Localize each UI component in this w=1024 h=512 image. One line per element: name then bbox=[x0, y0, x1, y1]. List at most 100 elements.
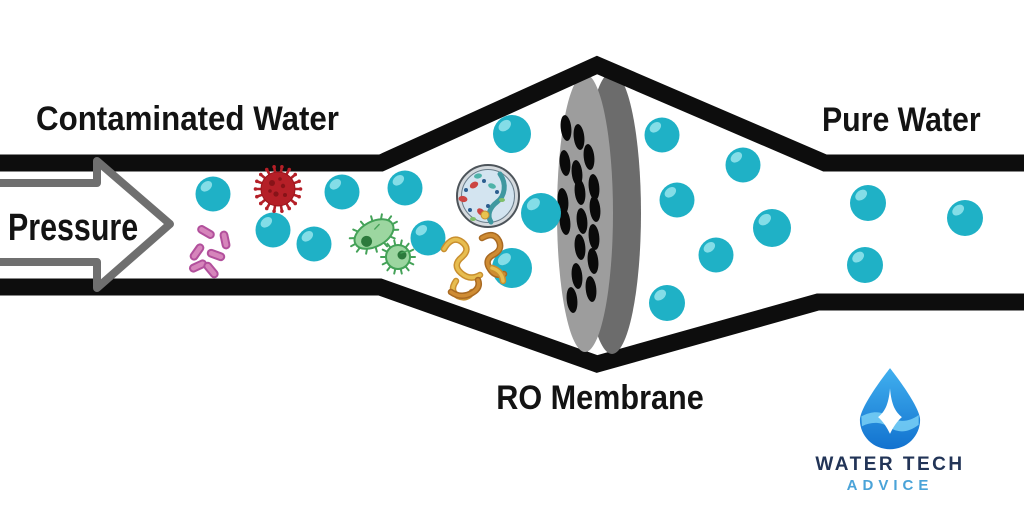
virus-spike-tip bbox=[258, 201, 263, 206]
membrane-pore bbox=[560, 115, 572, 141]
dish-red-cell bbox=[469, 181, 479, 189]
virus-spot bbox=[278, 177, 282, 181]
microbe-stripe bbox=[400, 250, 408, 254]
dish-teal-cell bbox=[474, 173, 482, 179]
drop-spire bbox=[878, 388, 902, 434]
membrane-pore bbox=[585, 276, 597, 302]
dish-green-cell bbox=[499, 198, 505, 202]
virus-spike-tip bbox=[258, 172, 263, 177]
water-molecule bbox=[850, 185, 886, 221]
water-molecule bbox=[649, 285, 685, 321]
membrane-pore bbox=[576, 208, 588, 234]
virus-spike-tip bbox=[255, 179, 259, 184]
water-molecule bbox=[324, 174, 360, 210]
ro-membrane-disk bbox=[557, 72, 641, 354]
dish-red-cell bbox=[458, 195, 468, 203]
water-molecule bbox=[195, 176, 231, 212]
pressure-label: Pressure bbox=[8, 207, 139, 249]
virus-spike-tip bbox=[287, 206, 292, 211]
water-molecule bbox=[493, 115, 531, 153]
water-molecule bbox=[521, 193, 561, 233]
virus-spike-tip bbox=[287, 167, 292, 172]
water-highlight bbox=[260, 217, 273, 228]
water-highlight bbox=[498, 119, 511, 132]
water-highlight bbox=[664, 187, 677, 198]
water-highlight bbox=[855, 189, 868, 201]
dish-dot bbox=[495, 190, 499, 194]
pressure-arrow bbox=[0, 157, 174, 292]
water-highlight bbox=[654, 289, 667, 301]
membrane-pore bbox=[574, 179, 586, 205]
water-highlight bbox=[952, 204, 965, 216]
water-molecule bbox=[698, 237, 734, 273]
worms-icon bbox=[440, 231, 508, 301]
virus-spot bbox=[268, 189, 272, 193]
virus-spike-tip bbox=[253, 187, 258, 191]
worm-body bbox=[490, 266, 505, 283]
water-highlight bbox=[730, 152, 743, 163]
water-drop-icon bbox=[859, 368, 921, 450]
microbe-nucleus bbox=[397, 250, 407, 260]
virus-spike-tip bbox=[264, 167, 269, 172]
pipe-top-wall bbox=[0, 55, 1024, 172]
membrane-pore bbox=[583, 144, 595, 170]
water-molecule bbox=[644, 117, 680, 153]
microbe-stripe bbox=[374, 223, 380, 230]
water-molecule bbox=[947, 200, 983, 236]
dish-dot bbox=[464, 188, 468, 192]
membrane-pore bbox=[587, 248, 599, 274]
virus-spike-tip bbox=[293, 201, 298, 206]
water-molecule bbox=[753, 209, 791, 247]
water-molecule bbox=[847, 247, 883, 283]
pure-water-label: Pure Water bbox=[822, 101, 981, 139]
water-tech-advice-logo: WATER TECH ADVICE bbox=[800, 366, 980, 494]
worm-body bbox=[449, 278, 481, 298]
water-highlight bbox=[526, 198, 540, 211]
water-molecule bbox=[296, 226, 332, 262]
virus-spike-tip bbox=[293, 172, 298, 177]
virus-body bbox=[260, 171, 296, 207]
virus-spike-tip bbox=[280, 165, 284, 169]
membrane-pore bbox=[588, 174, 600, 200]
virus-spike-tip bbox=[264, 206, 269, 211]
water-highlight bbox=[415, 225, 428, 236]
microbe-nucleus bbox=[361, 235, 373, 247]
virus-spike-tip bbox=[280, 209, 284, 213]
dish-green-cell bbox=[470, 217, 476, 221]
water-highlight bbox=[392, 175, 405, 186]
bacteria-rod bbox=[219, 230, 231, 250]
virus-spike-tip bbox=[255, 194, 259, 199]
water-molecule bbox=[659, 182, 695, 218]
logo-text-secondary: ADVICE bbox=[846, 477, 934, 494]
microbe-icon bbox=[380, 239, 416, 275]
contaminated-water-label: Contaminated Water bbox=[36, 100, 339, 138]
virus-icon bbox=[253, 165, 303, 213]
virus-spot bbox=[273, 191, 279, 197]
virus-spot bbox=[280, 183, 286, 189]
virus-spike-tip bbox=[272, 209, 276, 213]
water-highlight bbox=[852, 251, 865, 263]
water-molecule bbox=[725, 147, 761, 183]
water-highlight bbox=[497, 253, 511, 266]
worm-body bbox=[480, 233, 506, 277]
dish-teal-cell bbox=[488, 183, 496, 189]
membrane-pore bbox=[571, 263, 583, 289]
ro-membrane-label: RO Membrane bbox=[496, 379, 704, 417]
water-molecule bbox=[255, 212, 291, 248]
dish-dot bbox=[468, 208, 472, 212]
microbe-icon bbox=[348, 213, 400, 255]
membrane-pore bbox=[566, 287, 578, 313]
water-molecule bbox=[410, 220, 446, 256]
water-molecule bbox=[387, 170, 423, 206]
virus-spike-tip bbox=[272, 165, 276, 169]
virus-spot bbox=[269, 180, 275, 186]
pipe-bottom-wall bbox=[0, 278, 1024, 373]
membrane-pore bbox=[589, 196, 601, 222]
membrane-pore bbox=[573, 124, 585, 150]
water-highlight bbox=[301, 231, 314, 242]
water-highlight bbox=[200, 181, 213, 192]
water-highlight bbox=[649, 122, 662, 133]
virus-spike-tip bbox=[297, 179, 301, 184]
